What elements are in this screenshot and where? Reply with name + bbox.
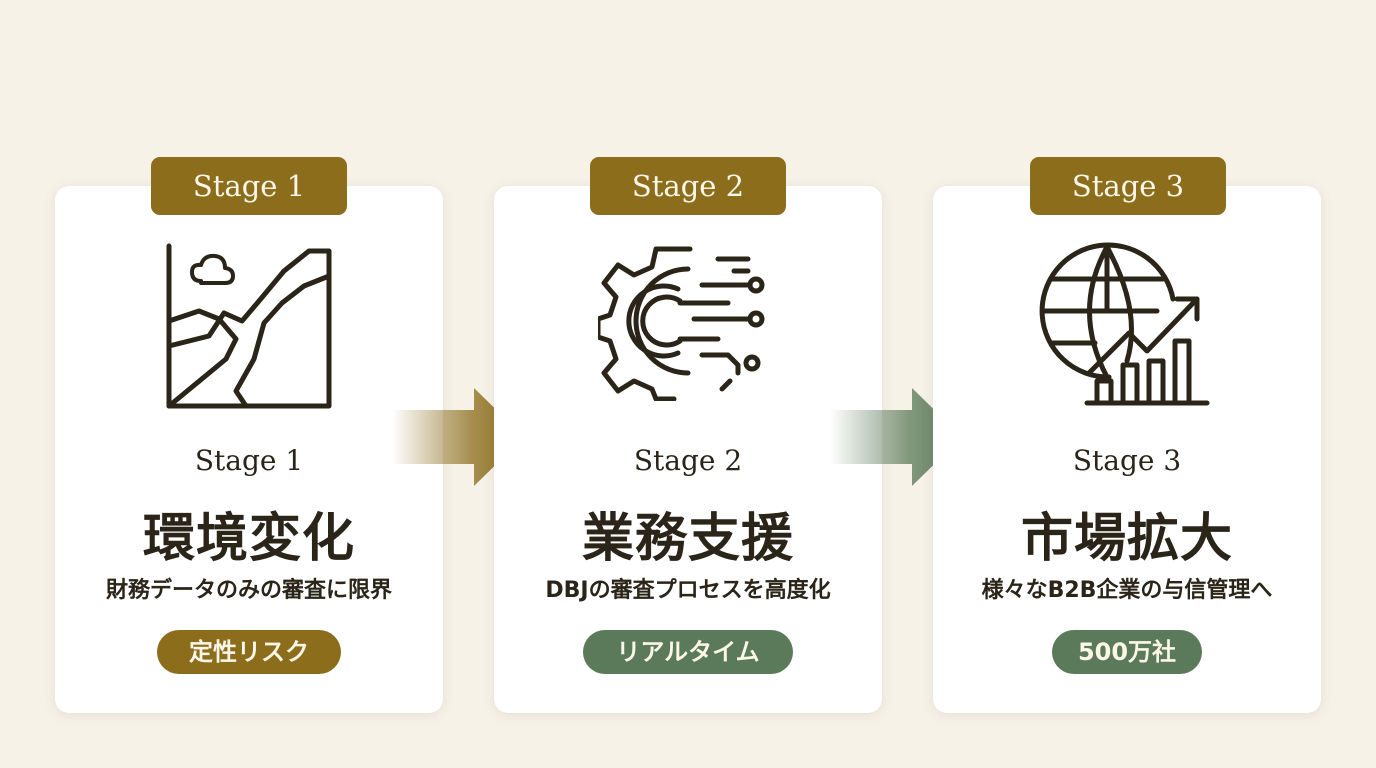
arrow-right-icon [392,388,524,490]
stage-subtitle: Stage 1 [194,444,304,477]
stage-title: 環境変化 [142,508,355,569]
stage-1-card: Stage 1 環境変化 財務データのみの審査に限界 定性リスク [55,186,443,713]
stage-title: 市場拡大 [1020,508,1233,569]
stage-3-tab: Stage 3 [1030,157,1226,215]
stage-title: 業務支援 [581,508,794,569]
stage-badge: リアルタイム [583,630,793,674]
landscape-icon [55,241,443,421]
stage-3-card: Stage 3 市場拡大 様々なB2B企業の与信管理へ 500万社 [933,186,1321,713]
stage-2-tab: Stage 2 [590,157,786,215]
stage-description: DBJの審査プロセスを高度化 [545,578,831,603]
stage-badge: 定性リスク [157,630,341,674]
gear-circuit-icon [494,241,882,421]
stage-subtitle: Stage 3 [1072,444,1182,477]
stage-badge: 500万社 [1052,630,1202,674]
stage-description: 財務データのみの審査に限界 [105,578,392,603]
stage-2-card: Stage 2 業務支援 DBJの審査プロセスを高度化 リアルタイム [494,186,882,713]
stage-subtitle: Stage 2 [633,444,743,477]
globe-growth-icon [933,241,1321,421]
stage-description: 様々なB2B企業の与信管理へ [981,578,1273,603]
stage-1-tab: Stage 1 [151,157,347,215]
arrow-right-icon [830,388,962,490]
